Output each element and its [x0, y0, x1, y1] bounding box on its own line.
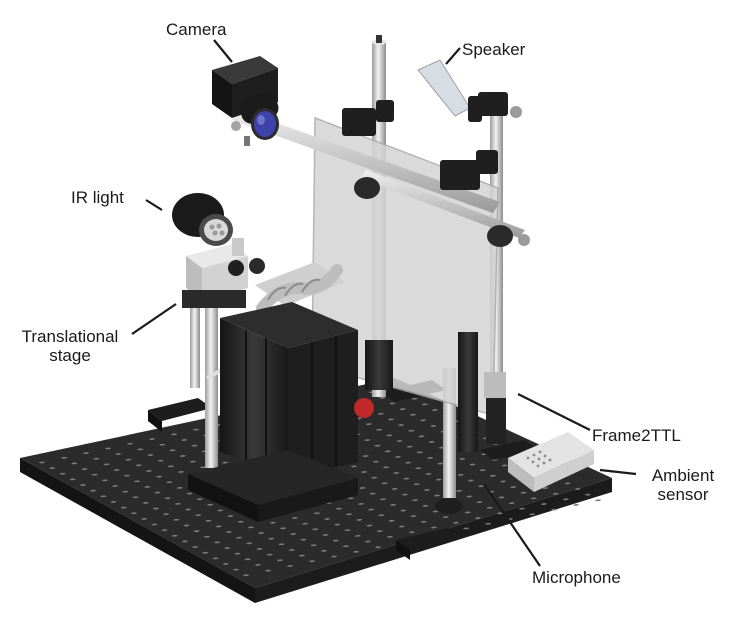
speaker-leader [445, 47, 461, 65]
frame2ttl-sensor [484, 372, 506, 444]
label-microphone: Microphone [532, 568, 621, 587]
label-ambient-sensor-line1: Ambient [651, 466, 715, 485]
label-translational-stage-line2: stage [49, 346, 91, 365]
center-tower [188, 302, 393, 522]
rod-clamps [342, 92, 530, 247]
microphone-leader [483, 483, 541, 567]
speaker [417, 59, 482, 122]
horizontal-bars [232, 110, 525, 238]
base-mounts [148, 380, 538, 560]
label-ir-light: IR light [71, 188, 124, 207]
camera [212, 56, 279, 146]
frame2ttl-leader [517, 393, 591, 431]
label-frame2ttl: Frame2TTL [592, 426, 681, 445]
label-translational-stage: Translational stage [5, 327, 135, 365]
ambient-sensor-leader [599, 468, 637, 476]
translational-stage-leader [131, 303, 177, 335]
ambient-sensor [508, 432, 594, 492]
label-translational-stage-line1: Translational [21, 327, 119, 346]
ir-light [172, 193, 233, 246]
ir-light-leader [145, 199, 163, 211]
camera-leader [213, 39, 233, 63]
microphone-post [435, 332, 478, 514]
translational-stage [182, 238, 265, 308]
label-ambient-sensor: Ambient sensor [638, 466, 728, 504]
label-ambient-sensor-line2: sensor [657, 485, 709, 504]
label-camera: Camera [166, 20, 227, 39]
label-leaders [131, 39, 637, 567]
label-speaker: Speaker [462, 40, 526, 59]
